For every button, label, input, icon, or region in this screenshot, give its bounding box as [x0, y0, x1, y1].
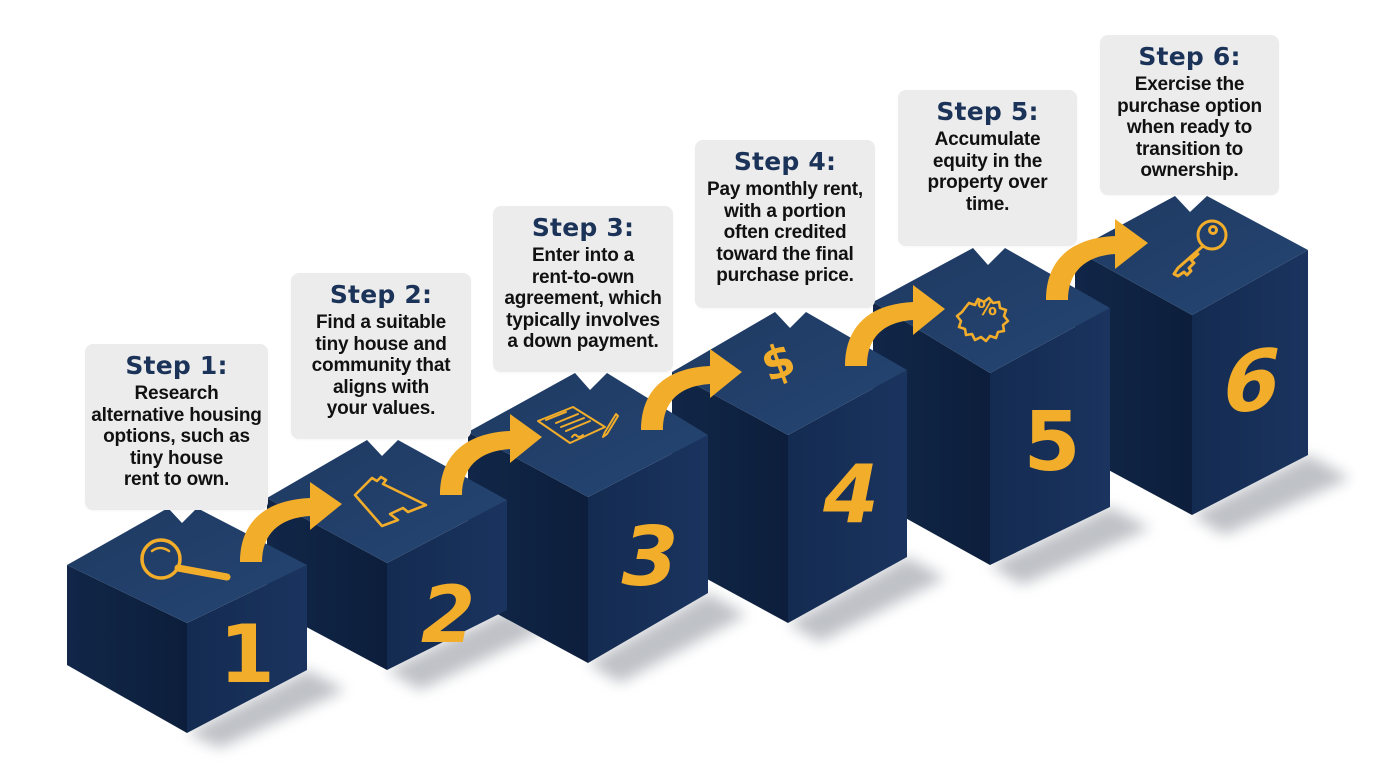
step-2-number: 2 — [421, 571, 475, 661]
arrow-5-to-6-icon — [1046, 219, 1148, 300]
step-2-description: Find a suitable tiny house and community… — [311, 312, 451, 420]
step-6-description: Exercise the purchase option when ready … — [1117, 74, 1262, 182]
step-5-callout: Step 5: Accumulate equity in the propert… — [898, 90, 1077, 246]
svg-text:%: % — [977, 296, 997, 320]
step-1-number: 1 — [219, 608, 275, 701]
step-1-callout: Step 1: Research alternative housing opt… — [85, 344, 268, 510]
arrow-1-to-2-icon — [240, 482, 342, 562]
arrow-2-to-3-icon — [440, 414, 542, 495]
step-4-callout: Step 4: Pay monthly rent, with a portion… — [695, 140, 875, 308]
step-6-callout: Step 6: Exercise the purchase option whe… — [1100, 35, 1279, 195]
step-1-description: Research alternative housing options, su… — [91, 383, 262, 491]
step-3-description: Enter into a rent-to-own agreement, whic… — [504, 245, 662, 353]
magnifying-glass-icon — [140, 538, 231, 581]
step-2-callout: Step 2: Find a suitable tiny house and c… — [291, 273, 471, 439]
step-3-callout: Step 3: Enter into a rent-to-own agreeme… — [493, 206, 673, 372]
step-3-cube: 3 — [468, 373, 708, 663]
percent-badge-icon: % — [955, 296, 1010, 343]
step-2-title: Step 2: — [329, 280, 433, 309]
step-5-title: Step 5: — [936, 97, 1039, 126]
contract-signature-icon — [537, 406, 619, 444]
step-5-number: 5 — [1023, 395, 1080, 490]
step-5-cube: 5 % — [873, 248, 1110, 565]
step-4-description: Pay monthly rent, with a portion often c… — [706, 179, 864, 287]
step-3-title: Step 3: — [531, 213, 635, 242]
step-6-number: 6 — [1223, 331, 1280, 434]
step-4-number: 4 — [822, 448, 879, 541]
step-6-title: Step 6: — [1138, 42, 1241, 71]
key-icon — [1172, 219, 1228, 278]
arrow-3-to-4-icon — [641, 349, 742, 430]
step-5-description: Accumulate equity in the property over t… — [927, 129, 1048, 215]
ground-shadows — [187, 455, 1350, 748]
house-icon — [353, 475, 428, 528]
step-4-title: Step 4: — [733, 147, 837, 176]
progress-arrows — [240, 219, 1148, 562]
step-1-title: Step 1: — [125, 351, 228, 380]
step-3-number: 3 — [621, 510, 678, 605]
arrow-4-to-5-icon — [845, 285, 945, 366]
